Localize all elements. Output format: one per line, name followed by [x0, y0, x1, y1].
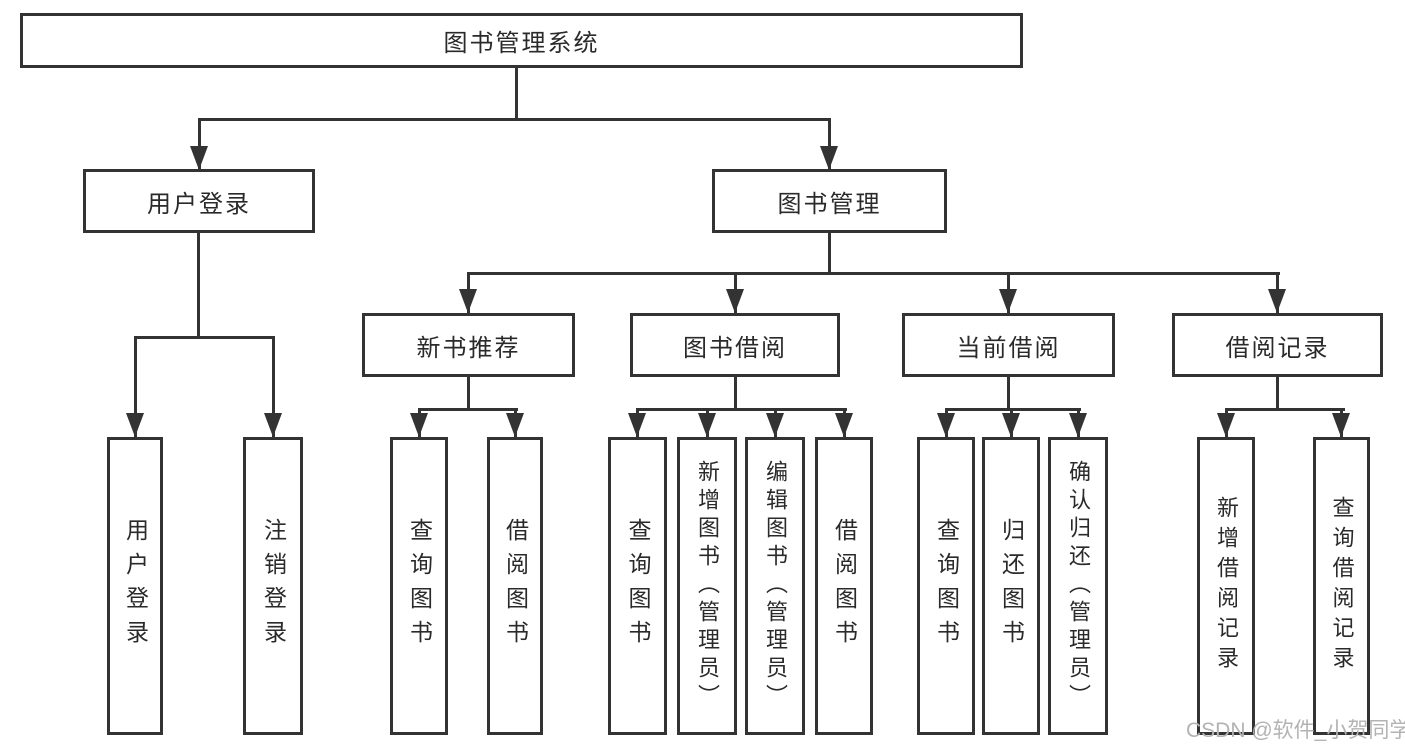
leaf-add-borrow-record: 新增借阅记录: [1197, 437, 1255, 735]
connector-line: [198, 118, 201, 170]
arrow-down-icon: [264, 413, 282, 437]
arrow-down-icon: [766, 413, 784, 437]
leaf-query-books: 查询图书: [608, 437, 667, 735]
node-label: 查询图书: [406, 518, 433, 654]
connector-line: [1276, 377, 1279, 408]
arrow-down-icon: [1332, 413, 1350, 437]
node-label: 借阅记录: [1225, 334, 1330, 362]
leaf-add-books-admin: 新增图书（管理员）: [677, 437, 737, 735]
connector-line: [134, 336, 137, 437]
watermark-text: CSDN @软件_小贺同学: [1186, 719, 1405, 742]
node-book-borrowing: 图书借阅: [630, 313, 840, 377]
node-label: 当前借阅: [956, 334, 1061, 362]
node-label: 新增借阅记录: [1214, 496, 1239, 676]
node-label: 图书借阅: [683, 334, 787, 362]
arrow-down-icon: [726, 289, 744, 313]
node-label: 图书管理系统: [443, 30, 600, 57]
node-label: 借阅图书: [502, 518, 529, 654]
arrow-down-icon: [1268, 289, 1286, 313]
connector-line: [467, 272, 1280, 275]
arrow-down-icon: [1217, 413, 1235, 437]
node-new-book-recommendation: 新书推荐: [362, 313, 575, 377]
arrow-down-icon: [1002, 413, 1020, 437]
leaf-borrow-books: 借阅图书: [815, 437, 873, 735]
node-label: 查询图书: [933, 518, 960, 654]
leaf-confirm-return-admin: 确认归还（管理员）: [1048, 437, 1108, 735]
connector-line: [1007, 377, 1010, 408]
arrow-down-icon: [506, 413, 524, 437]
connector-line: [828, 118, 831, 170]
node-label: 新增图书（管理员）: [695, 460, 720, 712]
leaf-borrow-books: 借阅图书: [487, 437, 543, 735]
arrow-down-icon: [628, 413, 646, 437]
connector-line: [467, 377, 470, 408]
leaf-query-books: 查询图书: [917, 437, 975, 735]
leaf-query-borrow-record: 查询借阅记录: [1313, 437, 1370, 735]
node-label: 归还图书: [998, 518, 1025, 654]
connector-line: [198, 118, 831, 121]
node-label: 注销登录: [260, 518, 287, 654]
node-label: 图书管理: [777, 190, 882, 218]
node-label: 确认归还（管理员）: [1066, 460, 1091, 712]
arrow-down-icon: [999, 289, 1017, 313]
connector-line: [734, 377, 737, 408]
arrow-down-icon: [937, 413, 955, 437]
arrow-down-icon: [1069, 413, 1087, 437]
leaf-user-login: 用户登录: [107, 437, 163, 735]
arrow-down-icon: [126, 413, 144, 437]
connector-line: [515, 68, 518, 118]
leaf-edit-books-admin: 编辑图书（管理员）: [745, 437, 805, 735]
connector-line: [272, 336, 275, 437]
arrow-down-icon: [698, 413, 716, 437]
connector-line: [828, 233, 831, 272]
connector-line: [945, 408, 1081, 411]
arrow-down-icon: [820, 146, 838, 170]
leaf-return-books: 归还图书: [982, 437, 1040, 735]
node-label: 查询图书: [625, 518, 651, 654]
leaf-logout-login: 注销登录: [243, 437, 303, 735]
node-label: 用户登录: [147, 190, 251, 218]
node-label: 查询借阅记录: [1329, 496, 1355, 676]
arrow-down-icon: [459, 289, 477, 313]
node-user-login: 用户登录: [83, 169, 315, 233]
arrow-down-icon: [190, 146, 208, 170]
node-library-management-system: 图书管理系统: [20, 13, 1023, 68]
node-label: 用户登录: [122, 518, 149, 654]
node-current-borrowing: 当前借阅: [902, 313, 1115, 377]
arrow-down-icon: [835, 413, 853, 437]
connector-line: [1225, 408, 1345, 411]
connector-line: [134, 336, 275, 339]
leaf-query-books: 查询图书: [390, 437, 448, 735]
node-label: 借阅图书: [831, 518, 858, 654]
node-book-management: 图书管理: [712, 169, 947, 233]
node-label: 新书推荐: [416, 334, 521, 362]
connector-line: [197, 233, 200, 336]
node-borrowing-records: 借阅记录: [1172, 313, 1383, 377]
node-label: 编辑图书（管理员）: [763, 460, 788, 712]
connector-line: [636, 408, 847, 411]
arrow-down-icon: [410, 413, 428, 437]
connector-line: [418, 408, 518, 411]
